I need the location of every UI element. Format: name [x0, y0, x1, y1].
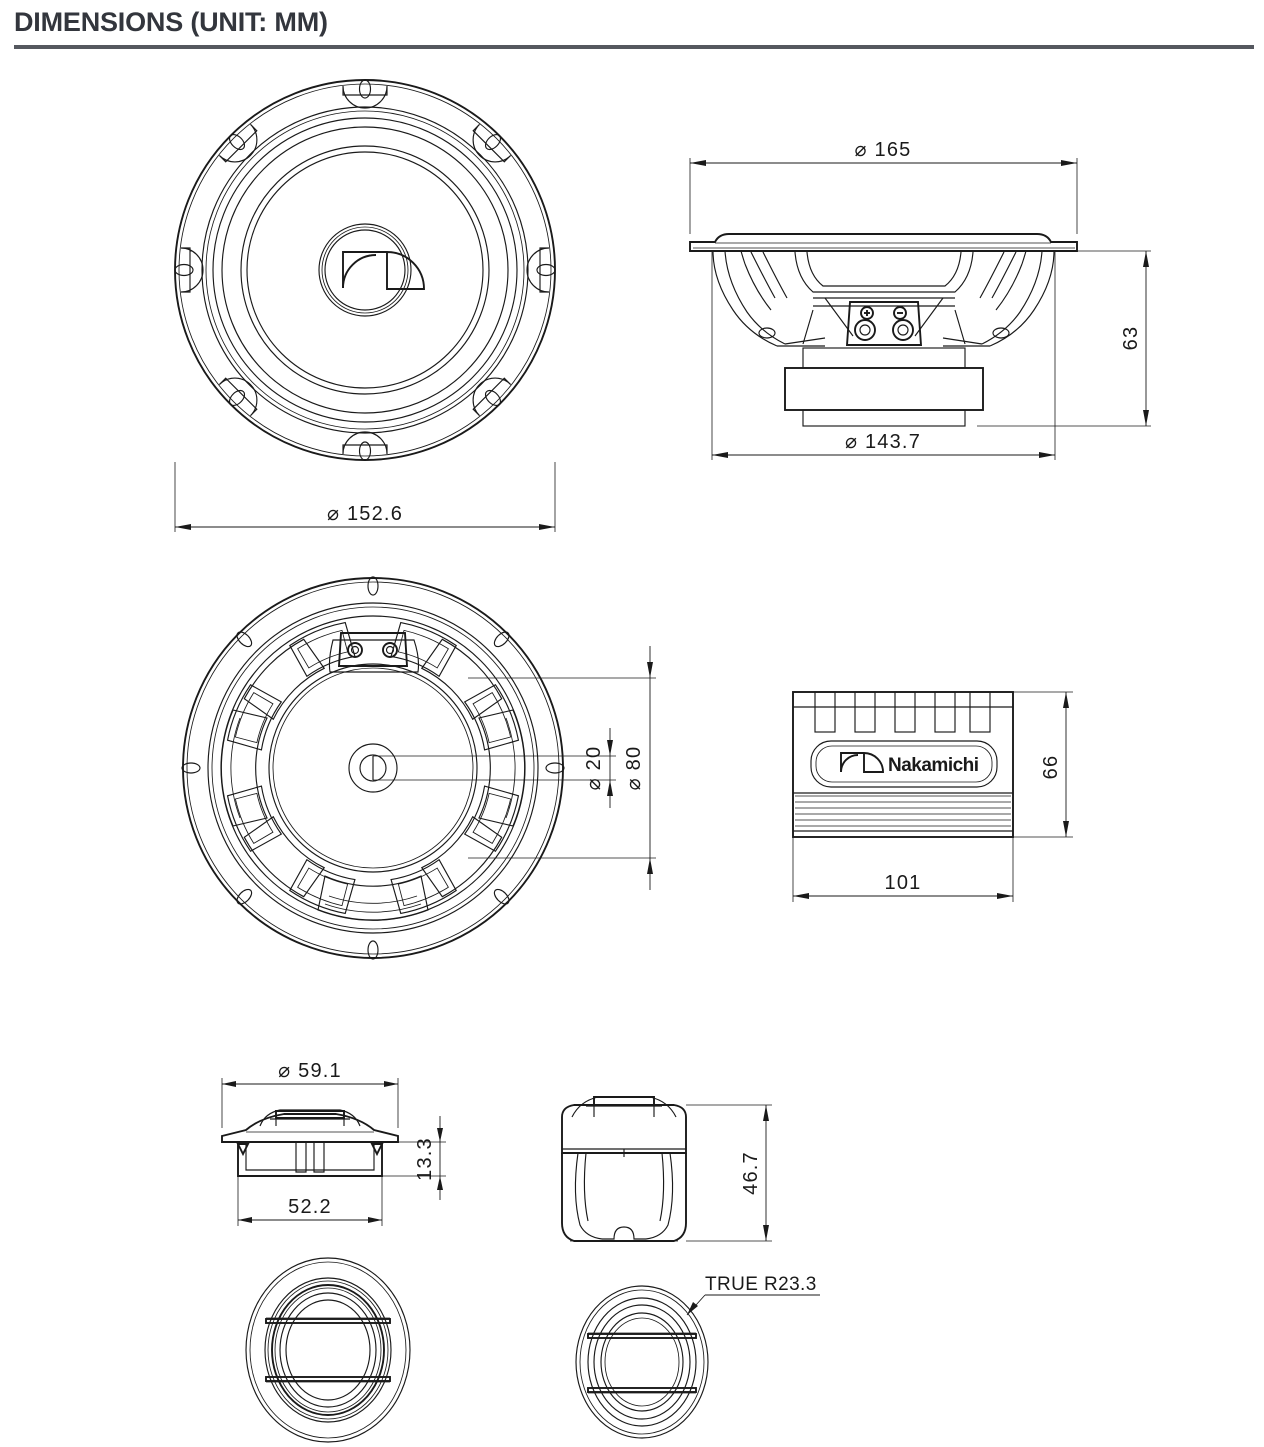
dim-label-tweeter-surface-height: 46.7 — [740, 1151, 762, 1195]
dimension-magnet-large: ⌀ 80 — [468, 646, 656, 890]
tweeter-surface-face-view: TRUE R23.3 — [575, 1274, 820, 1439]
dim-label-front-diameter: ⌀ 152.6 — [327, 503, 403, 525]
dim-label-crossover-height: 66 — [1040, 755, 1062, 780]
dim-label-body-diameter: ⌀ 143.7 — [845, 431, 921, 453]
woofer-front-view: ⌀ 152.6 — [174, 79, 556, 532]
dimension-tweeter-flush-depth: 13.3 — [382, 1116, 446, 1200]
dim-label-magnet-large: ⌀ 80 — [623, 746, 645, 791]
tweeter-surface-geometry — [561, 1096, 687, 1242]
woofer-side-geometry — [689, 233, 1078, 427]
tweeter-flush-geometry — [221, 1109, 399, 1177]
dimension-woofer-flange-diameter: ⌀ 165 — [689, 139, 1078, 234]
woofer-front-geometry — [174, 79, 556, 461]
woofer-side-view: ⌀ 165 63 ⌀ 143.7 — [689, 139, 1151, 460]
note-label-true-radius: TRUE R23.3 — [705, 1274, 817, 1295]
dim-label-magnet-small: ⌀ 20 — [583, 746, 605, 791]
woofer-rear-geometry — [181, 576, 565, 960]
crossover-geometry: Nakamichi — [792, 691, 1014, 838]
dim-label-tweeter-flange: ⌀ 59.1 — [278, 1060, 342, 1082]
dimension-magnet-small: ⌀ 20 — [373, 728, 616, 808]
crossover-box-view: Nakamichi 66 — [792, 691, 1073, 902]
speaker-terminal-block — [845, 301, 923, 346]
crossover-brand-label: Nakamichi — [888, 755, 979, 776]
dimension-woofer-depth: 63 — [977, 250, 1151, 427]
note-true-radius: TRUE R23.3 — [686, 1274, 820, 1316]
dimension-tweeter-body-width: 52.2 — [237, 1176, 383, 1226]
tweeter-surface-side-view: 46.7 — [561, 1096, 772, 1242]
nakamichi-logo-mark-crossover — [840, 752, 884, 773]
page-title: DIMENSIONS (UNIT: MM) — [14, 7, 328, 37]
dimension-woofer-front-diameter: ⌀ 152.6 — [174, 462, 556, 532]
dim-label-crossover-width: 101 — [885, 872, 922, 894]
tweeter-surface-face-geometry — [575, 1285, 709, 1439]
header-divider — [14, 45, 1254, 49]
dim-label-woofer-depth: 63 — [1120, 326, 1142, 351]
nakamichi-logo-mark — [342, 251, 425, 290]
tweeter-flush-side-view: ⌀ 59.1 52.2 13.3 — [221, 1060, 446, 1226]
tweeter-flush-face-view — [245, 1257, 411, 1443]
dim-label-tweeter-flush-depth: 13.3 — [414, 1137, 436, 1181]
tweeter-flush-face-geometry — [245, 1257, 411, 1443]
rear-terminal-block — [328, 632, 420, 673]
dimension-tweeter-flange-diameter: ⌀ 59.1 — [221, 1060, 399, 1128]
dim-label-flange-diameter: ⌀ 165 — [855, 139, 912, 161]
dimension-tweeter-surface-height: 46.7 — [686, 1104, 772, 1242]
woofer-rear-view: ⌀ 20 ⌀ 80 — [181, 576, 656, 960]
dim-label-tweeter-body-width: 52.2 — [288, 1196, 332, 1218]
dimension-crossover-height: 66 — [1013, 691, 1073, 838]
dimension-woofer-body-diameter: ⌀ 143.7 — [711, 251, 1056, 460]
dimension-crossover-width: 101 — [792, 837, 1014, 902]
page-header: DIMENSIONS (UNIT: MM) — [14, 4, 1254, 49]
